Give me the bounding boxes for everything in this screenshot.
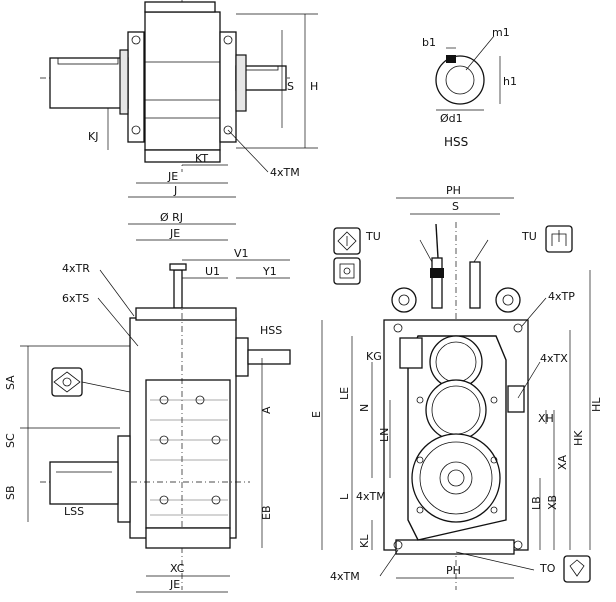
side-view: Ø RJ JE V1 U1 Y1	[4, 211, 291, 593]
gauge-icon	[545, 225, 573, 253]
hss-detail-title: HSS	[444, 135, 468, 149]
dim-RJ: Ø RJ	[160, 211, 183, 224]
dim-LB: LB	[530, 496, 543, 510]
dim-N: N	[358, 404, 371, 412]
front-view: PH S	[310, 184, 603, 590]
dim-Y1: Y1	[262, 265, 277, 278]
label-d1: Ød1	[440, 112, 463, 125]
dim-LN: LN	[378, 428, 391, 442]
dim-S-front: S	[452, 200, 459, 213]
dim-L: L	[338, 493, 351, 500]
dim-KL: KL	[358, 534, 371, 548]
dim-H: H	[310, 80, 318, 93]
label-TU-left: TU	[365, 230, 381, 243]
dim-JE-side-top: JE	[169, 227, 180, 240]
label-TM-bottom: 4xTM	[330, 570, 360, 583]
dim-XC: XC	[170, 562, 185, 575]
top-view: H S KJ KT JE J 4xTM	[40, 0, 318, 198]
dim-EB: EB	[260, 506, 273, 521]
dim-XA: XA	[556, 454, 569, 470]
label-TX: 4xTX	[540, 352, 568, 365]
dim-J: J	[173, 184, 177, 197]
label-KG: KG	[366, 350, 382, 363]
oil-level-icon	[51, 367, 83, 397]
dim-A: A	[260, 406, 273, 414]
dim-HL: HL	[590, 397, 603, 412]
label-TM-top: 4xTM	[270, 166, 300, 179]
label-TM-front: 4xTM	[356, 490, 386, 503]
vent-breather-icon	[333, 227, 361, 255]
oil-fill-icon	[333, 257, 361, 285]
dim-SB: SB	[4, 485, 17, 500]
label-TS: 6xTS	[62, 292, 89, 305]
dim-LE: LE	[338, 387, 351, 400]
dim-PH-bottom: PH	[446, 564, 461, 577]
dim-PH-top: PH	[446, 184, 461, 197]
dim-JE: JE	[167, 170, 178, 183]
label-b1: b1	[422, 36, 436, 49]
label-LSS: LSS	[64, 505, 84, 518]
oil-drain-icon	[563, 555, 591, 583]
dim-U1: U1	[205, 265, 220, 278]
dim-KT: KT	[195, 152, 208, 165]
label-TO: TO	[539, 562, 556, 575]
dim-V1: V1	[234, 247, 249, 260]
dim-KJ: KJ	[88, 130, 98, 143]
dim-XB: XB	[546, 495, 559, 510]
label-HSS-side: HSS	[260, 324, 282, 337]
hss-detail: b1 m1 h1 Ød1 HSS	[422, 26, 517, 149]
label-TP: 4xTP	[548, 290, 575, 303]
dim-HK: HK	[572, 430, 585, 446]
dim-S: S	[287, 80, 294, 93]
label-m1: m1	[492, 26, 510, 39]
label-TR: 4xTR	[62, 262, 90, 275]
dim-SC: SC	[4, 433, 17, 448]
dim-SA: SA	[4, 375, 17, 390]
dim-E: E	[310, 411, 323, 418]
label-TU-right: TU	[521, 230, 537, 243]
label-h1: h1	[503, 75, 517, 88]
dim-XH: XH	[538, 412, 554, 425]
dim-JE-side-bottom: JE	[169, 578, 180, 591]
